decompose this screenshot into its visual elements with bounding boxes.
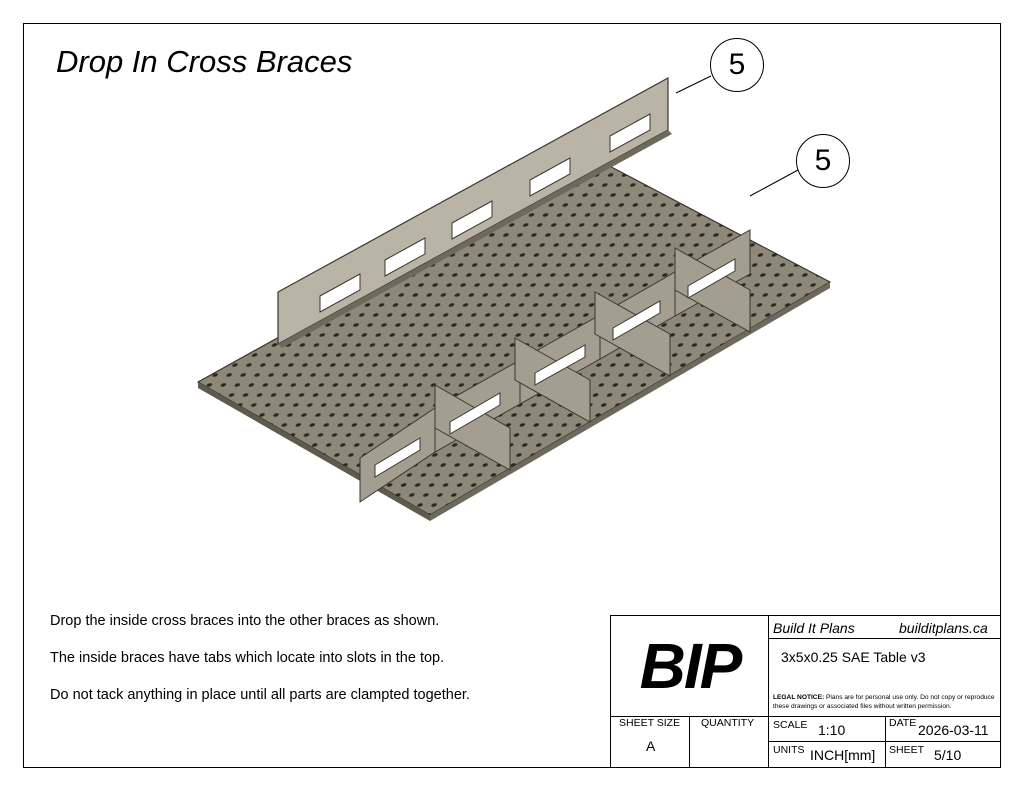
sheet-value: 5/10	[934, 747, 962, 763]
long-cross-brace	[277, 76, 672, 348]
table-top-plate	[196, 159, 832, 521]
sheet-size-value: A	[646, 738, 656, 754]
quantity-label: QUANTITY	[701, 717, 755, 729]
part-name: 3x5x0.25 SAE Table v3	[781, 649, 926, 665]
sheet-label: SHEET	[889, 744, 925, 756]
units-label: UNITS	[773, 744, 805, 756]
units-value: INCH[mm]	[810, 747, 876, 763]
legal-notice-text: Plans are for personal use only. Do not …	[773, 694, 995, 710]
legal-notice: LEGAL NOTICE: Plans are for personal use…	[773, 694, 995, 711]
note-1: Drop the inside cross braces into the ot…	[50, 613, 440, 629]
note-2: The inside braces have tabs which locate…	[50, 650, 445, 666]
page-title: Drop In Cross Braces	[56, 44, 353, 79]
company-website: builditplans.ca	[899, 620, 988, 636]
part-balloon-2: 5	[796, 134, 850, 188]
date-label: DATE	[889, 717, 917, 729]
brace-slots	[374, 258, 736, 478]
company-name: Build It Plans	[773, 620, 855, 636]
legal-notice-label: LEGAL NOTICE:	[773, 694, 825, 701]
date-value: 2026-03-11	[918, 722, 989, 738]
part-balloon-1: 5	[710, 38, 764, 92]
drawing-sheet-border	[23, 23, 1001, 768]
sheet-size-label: SHEET SIZE	[619, 717, 681, 729]
note-3: Do not tack anything in place until all …	[50, 687, 470, 703]
title-block: BIP Build It Plans builditplans.ca 3x5x0…	[610, 615, 1001, 768]
table-isometric-drawing	[196, 76, 832, 521]
scale-label: SCALE	[773, 719, 808, 731]
scale-value: 1:10	[818, 722, 846, 738]
assembly-notes: Drop the inside cross braces into the ot…	[50, 612, 470, 723]
bip-logo: BIP	[639, 630, 743, 702]
